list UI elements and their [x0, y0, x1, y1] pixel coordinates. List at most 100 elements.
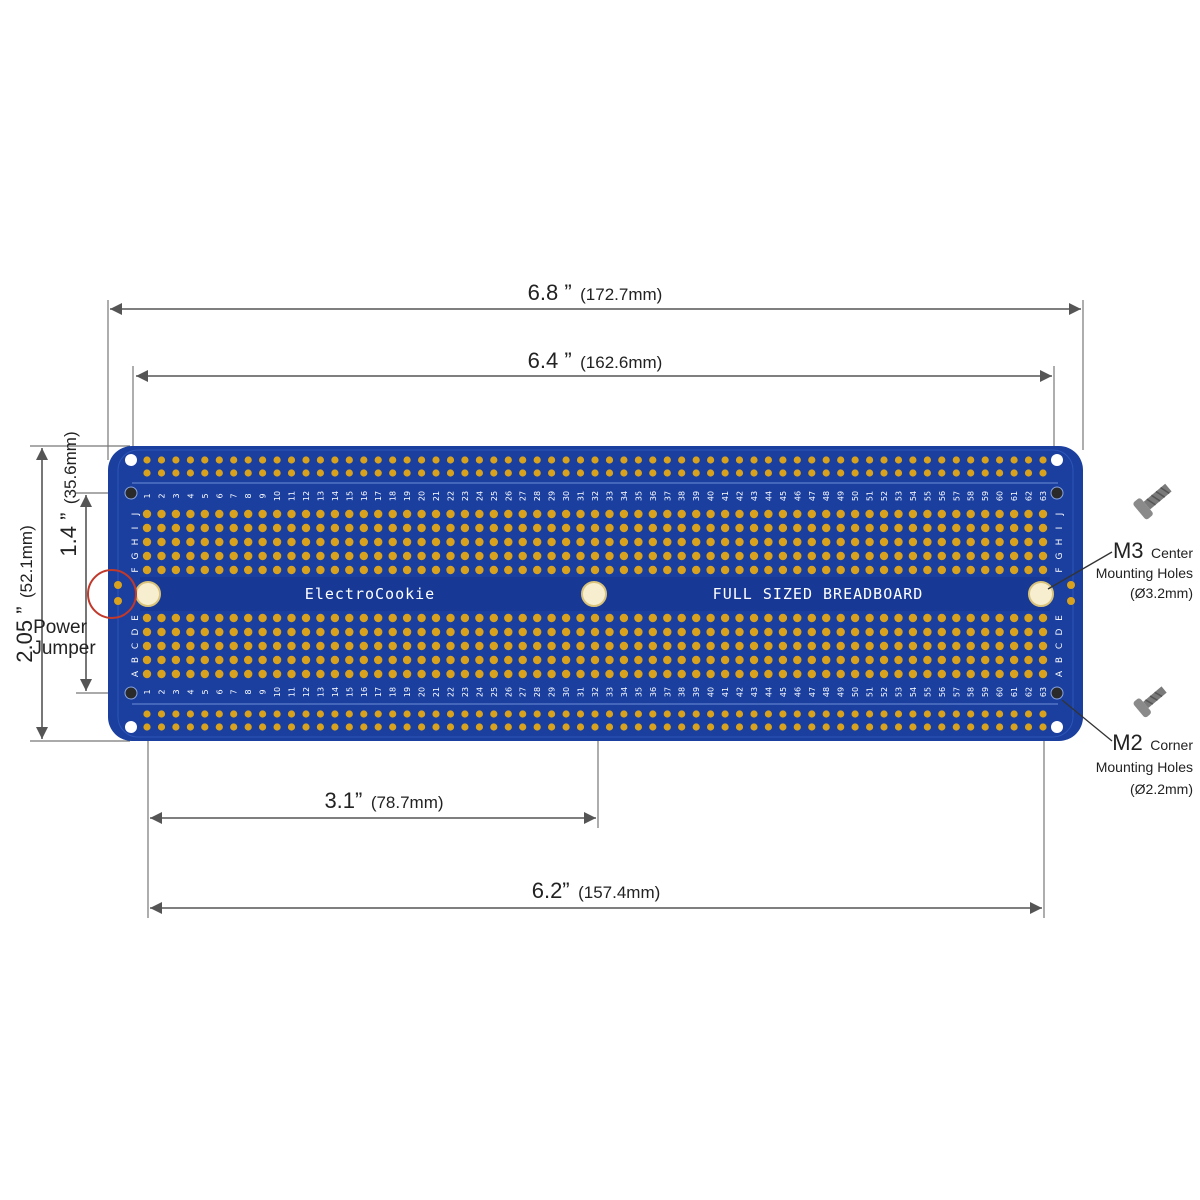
- solder-pad: [402, 551, 412, 561]
- column-number: 54: [909, 491, 918, 501]
- solder-pad: [663, 723, 671, 731]
- solder-pad: [388, 565, 397, 575]
- solder-pad: [590, 627, 600, 637]
- solder-pad: [967, 469, 975, 477]
- solder-pad: [157, 565, 166, 575]
- solder-pad: [981, 509, 990, 519]
- solder-pad: [793, 613, 802, 623]
- solder-pad: [402, 655, 412, 665]
- solder-pad: [533, 627, 542, 637]
- column-number: 49: [837, 491, 846, 501]
- solder-pad: [764, 456, 773, 464]
- solder-pad: [807, 565, 816, 575]
- solder-pad: [489, 551, 498, 561]
- solder-pad: [894, 469, 903, 477]
- solder-pad: [778, 565, 788, 575]
- solder-pad: [272, 537, 282, 547]
- solder-pad: [995, 641, 1004, 651]
- column-number: 29: [548, 687, 557, 697]
- solder-pad: [894, 456, 903, 464]
- solder-pad: [446, 456, 455, 464]
- solder-pad: [287, 551, 296, 561]
- solder-pad: [634, 655, 643, 665]
- column-number: 7: [230, 689, 239, 694]
- solder-pad: [561, 655, 571, 665]
- solder-pad: [402, 537, 412, 547]
- solder-pad: [1024, 655, 1033, 665]
- solder-pad: [707, 723, 715, 731]
- column-number: 35: [634, 491, 643, 501]
- column-number: 12: [302, 491, 311, 501]
- jumper-pad: [114, 597, 122, 605]
- solder-pad: [634, 710, 643, 718]
- solder-pad: [359, 551, 368, 561]
- column-number: 63: [1039, 687, 1048, 697]
- column-number: 26: [504, 491, 513, 501]
- column-number: 41: [721, 491, 730, 501]
- solder-pad: [287, 627, 296, 637]
- solder-pad: [663, 655, 672, 665]
- solder-pad: [142, 627, 152, 637]
- solder-pad: [461, 456, 469, 464]
- solder-pad: [880, 456, 888, 464]
- solder-pad: [1024, 509, 1033, 519]
- column-number: 5: [201, 493, 210, 498]
- solder-pad: [649, 723, 657, 731]
- solder-pad: [967, 710, 975, 718]
- solder-pad: [995, 551, 1004, 561]
- solder-pad: [417, 655, 426, 665]
- solder-pad: [374, 523, 383, 533]
- solder-pad: [316, 523, 325, 533]
- solder-pad: [634, 523, 643, 533]
- power-jumper-highlight: [87, 569, 137, 619]
- solder-pad: [229, 613, 238, 623]
- solder-pad: [200, 669, 209, 679]
- solder-pad: [793, 565, 802, 575]
- solder-pad: [692, 641, 701, 651]
- solder-pad: [460, 565, 470, 575]
- solder-pad: [417, 565, 426, 575]
- column-number: 61: [1010, 687, 1019, 697]
- solder-pad: [908, 627, 918, 637]
- solder-pad: [879, 641, 889, 651]
- solder-pad: [966, 537, 975, 547]
- solder-pad: [489, 537, 498, 547]
- corner-hole: [125, 454, 137, 466]
- solder-pad: [764, 551, 773, 561]
- solder-pad: [851, 710, 859, 718]
- solder-pad: [822, 551, 831, 561]
- solder-pad: [619, 627, 629, 637]
- column-number: 4: [186, 493, 195, 498]
- solder-pad: [446, 723, 455, 731]
- solder-pad: [1038, 613, 1048, 623]
- solder-pad: [402, 509, 412, 519]
- solder-pad: [793, 469, 801, 477]
- solder-pad: [359, 641, 368, 651]
- power-jumper-label-line1: Power: [33, 617, 88, 638]
- solder-pad: [301, 565, 311, 575]
- solder-pad: [201, 710, 209, 718]
- solder-pad: [894, 655, 903, 665]
- solder-pad: [489, 565, 498, 575]
- solder-pad: [215, 551, 224, 561]
- column-number: 46: [793, 491, 802, 501]
- solder-pad: [519, 469, 527, 477]
- solder-pad: [764, 710, 773, 718]
- row-letter: F: [131, 567, 141, 572]
- solder-pad: [157, 655, 166, 665]
- solder-pad: [764, 565, 773, 575]
- solder-pad: [1038, 551, 1048, 561]
- solder-pad: [272, 523, 282, 533]
- solder-pad: [518, 641, 527, 651]
- leader-lines: [1047, 551, 1113, 742]
- solder-pad: [460, 627, 470, 637]
- solder-pad: [186, 565, 195, 575]
- column-number: 24: [475, 687, 484, 697]
- solder-pad: [461, 723, 469, 731]
- solder-pad: [634, 456, 643, 464]
- solder-pad: [923, 723, 932, 731]
- solder-pad: [359, 655, 368, 665]
- solder-pad: [923, 565, 932, 575]
- solder-pad: [908, 565, 918, 575]
- solder-pad: [374, 669, 383, 679]
